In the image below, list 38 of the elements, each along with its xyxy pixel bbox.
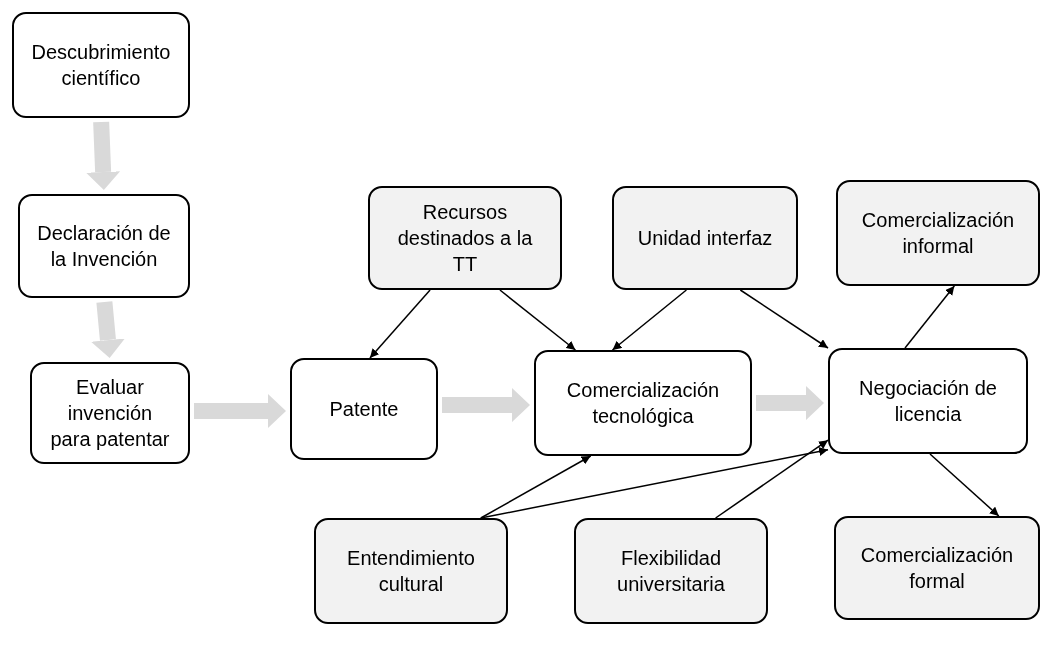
process-box [290, 358, 438, 460]
node-label: Comercialización informal [860, 208, 1016, 259]
factor-box [314, 518, 508, 624]
arrow [480, 455, 592, 519]
factor-box [834, 516, 1040, 620]
arrow [739, 289, 829, 349]
factor-box [368, 186, 562, 290]
factor-box [836, 180, 1040, 286]
arrow [714, 439, 829, 519]
process-box [828, 348, 1028, 454]
arrow [480, 447, 829, 519]
node-label: Unidad interfaz [637, 226, 773, 251]
node-label: Descubrimiento científico [30, 40, 172, 91]
arrow [611, 289, 688, 351]
node-label: Comercialización tecnológica [565, 378, 721, 429]
process-box [12, 12, 190, 118]
process-box [30, 362, 190, 464]
arrow [904, 285, 956, 349]
arrow [929, 453, 1000, 517]
node-label: Flexibilidad universitaria [616, 546, 726, 597]
factor-box [612, 186, 798, 290]
block-arrow [442, 388, 530, 423]
block-arrow [86, 121, 121, 190]
process-box [18, 194, 190, 298]
factor-box [574, 518, 768, 624]
node-label: Entendimiento cultural [346, 546, 476, 597]
node-label: Declaración de la Invención [36, 221, 172, 272]
process-box [534, 350, 752, 456]
block-arrow [193, 394, 286, 428]
block-arrow [756, 386, 824, 421]
arrow [369, 289, 431, 359]
node-label: Evaluar invención para patentar [49, 375, 171, 452]
arrow [499, 289, 577, 351]
block-arrow [91, 301, 125, 358]
node-label: Comercialización formal [859, 543, 1015, 594]
node-label: Patente [329, 397, 399, 422]
node-label: Recursos destinados a la TT [396, 200, 534, 277]
node-label: Negociación de licencia [858, 376, 998, 427]
